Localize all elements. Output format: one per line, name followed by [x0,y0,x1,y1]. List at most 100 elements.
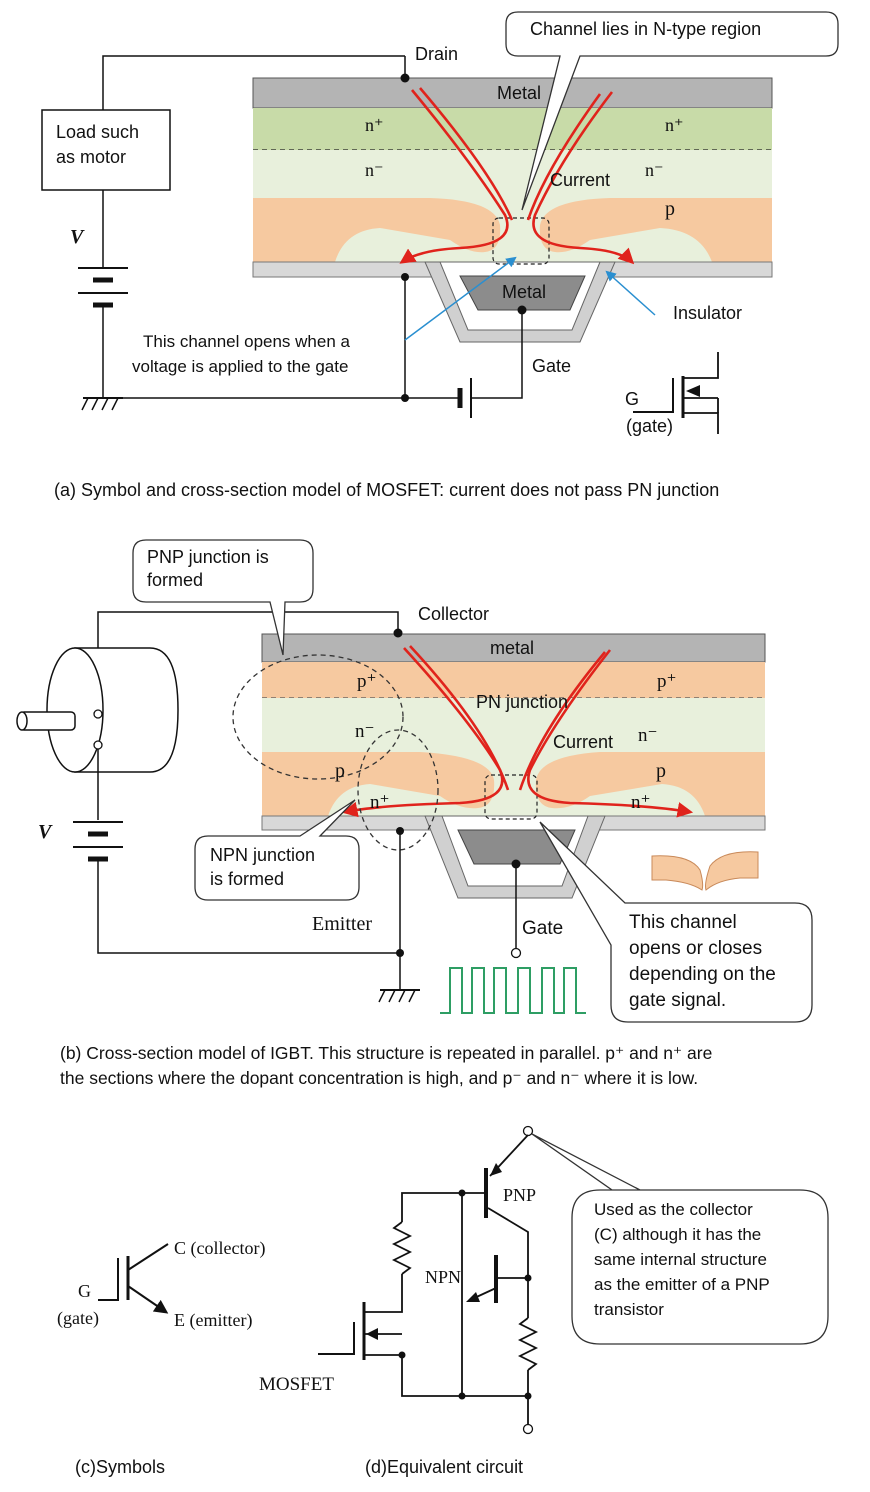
insulator-label: Insulator [673,303,742,323]
channel-box-b [484,774,538,820]
p-body-right [535,752,765,816]
note-line3-d: same internal structure [594,1250,767,1269]
pnp-label: PNP [503,1185,536,1205]
voltage-label: V [70,226,85,248]
mosfet-label: MOSFET [259,1374,334,1395]
note-bubble [531,1133,829,1345]
pnp-callout-line2: formed [147,570,203,590]
current-arrow-b-left [341,647,504,818]
n-minus-left-label-b: n⁻ [355,721,375,742]
caption-b-line2: the sections where the dopant concentrat… [60,1068,698,1088]
metal-layer-top [252,77,773,109]
channel-callout-line3: depending on the [629,964,776,985]
drain-terminal [400,73,410,83]
n-plus-right-label-b: n⁺ [631,792,651,813]
drain-label: Drain [415,44,458,64]
gate-signal-waveform [440,967,586,1014]
channel-illustration [651,851,759,891]
n-plus-source-right [560,790,690,816]
battery-b [73,821,123,862]
pnp-collector-lead [487,1207,529,1278]
pnp-emitter-arrow [490,1163,502,1176]
current-arrow-b-center-l [409,645,510,791]
load-label-line2: as motor [56,147,126,167]
note-line5-d: transistor [594,1300,664,1319]
resistor-right [517,1317,539,1371]
pnp-junction-ellipse [232,654,404,780]
igbt-symbol-gate-lead [98,1258,119,1301]
pointer-to-channel [404,256,517,341]
emitter-return-wire [97,859,400,954]
gate-input-node [510,947,522,959]
gate-label-b: Gate [522,918,563,939]
p-plus-left-label: p⁺ [357,671,377,692]
resistor-left-to-mosfet [368,1274,403,1313]
callout-channel-bubble [505,11,839,211]
voltage-label-b: V [38,821,53,843]
current-arrow-b-right [527,649,694,818]
figure-a-mosfet: Drain Load such as motor V Gate Met [41,11,839,500]
load-label-line1: Load such [56,122,139,142]
caption-d: (d)Equivalent circuit [365,1457,523,1477]
bottom-rail [401,1355,528,1397]
n-minus-right-label-b: n⁻ [638,725,658,746]
current-label: Current [550,170,610,190]
p-region-left [253,198,501,262]
symbol-e-label: E (emitter) [174,1310,252,1331]
p-plus-right-label: p⁺ [657,671,677,692]
pnp-callout-line1: PNP junction is [147,547,269,567]
ground-symbol [81,397,123,411]
note-line1-d: Used as the collector [594,1200,753,1219]
gate-metal-label: Metal [502,282,546,302]
gate-terminal [517,305,527,315]
channel-callout-bubble [539,821,813,1023]
p-body-left [262,752,495,816]
npn-junction-ellipse [357,729,439,851]
n-plus-left-label: n⁺ [365,115,384,135]
resistor-left [391,1221,413,1275]
collector-terminal-d [522,1125,534,1137]
bottom-node-right [524,1392,532,1400]
pnp-base-wire [401,1192,486,1222]
npn-callout-line2: is formed [210,869,284,889]
ground-junction [401,394,409,402]
igbt-symbol-collector-lead [127,1243,169,1271]
emitter-label: Emitter [312,913,372,935]
mosfet-gate [318,1322,355,1355]
channel-callout-line2: opens or closes [629,938,762,959]
mosfet-symbol [633,352,719,434]
npn-emitter-arrow [466,1292,480,1302]
symbol-gate-label-c: (gate) [57,1308,99,1329]
figure-b-igbt: Collector V Emitter [16,539,813,1088]
symbol-gate-label: (gate) [626,416,673,436]
current-arrow-center-right [526,93,602,221]
metal-top-label: Metal [497,83,541,103]
n-minus-right-label: n⁻ [645,160,664,180]
p-plus-layer [262,662,765,698]
p-label: p [665,198,675,220]
channel-callout-line4: gate signal. [629,990,726,1011]
callout-channel-text: Channel lies in N-type region [530,19,761,39]
drain-wire [102,55,405,110]
gate-wire [471,310,523,399]
npn-label: NPN [425,1267,461,1287]
current-arrow-b-center-r [518,651,606,791]
pointer-to-insulator [605,270,656,316]
p-left-label-b: p [335,760,345,782]
collector-label: Collector [418,604,489,624]
gate-label: Gate [532,356,571,376]
channel-callout-line1: This channel [629,912,737,933]
caption-a: (a) Symbol and cross-section model of MO… [54,480,719,500]
n-minus-left-label: n⁻ [365,160,384,180]
npn-callout-line1: NPN junction [210,845,315,865]
caption-c: (c)Symbols [75,1457,165,1477]
current-arrow-left [399,89,509,264]
note-line2: voltage is applied to the gate [132,357,348,376]
p-right-label-b: p [656,760,666,782]
n-plus-left-label-b: n⁺ [370,792,390,813]
mosfet-source-node [398,1351,406,1359]
symbol-g-label-c: G [78,1281,91,1301]
emitter-junction [396,949,404,957]
caption-b-line1: (b) Cross-section model of IGBT. This st… [60,1043,712,1063]
